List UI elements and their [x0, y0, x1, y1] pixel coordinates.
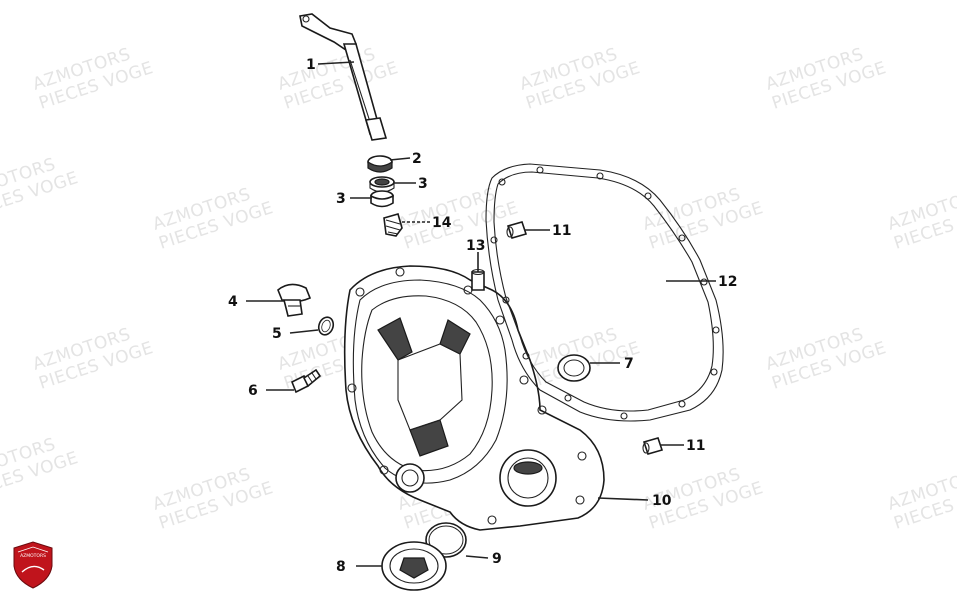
azmotors-logo: AZMOTORS [13, 541, 53, 589]
part-seal-ring [557, 354, 591, 382]
watermark: AZMOTORS PIECES VOGE [885, 184, 957, 253]
callout-4: 4 [228, 294, 238, 310]
part-bolt [290, 368, 322, 394]
part-gasket [485, 163, 724, 422]
callout-2: 2 [412, 151, 422, 167]
callout-11-upper: 11 [552, 223, 571, 239]
watermark: AZMOTORS PIECES VOGE [30, 324, 155, 393]
callout-12: 12 [718, 274, 737, 290]
watermark: AZMOTORS PIECES VOGE [517, 44, 642, 113]
watermark: AZMOTORS PIECES VOGE [763, 324, 888, 393]
watermark: AZMOTORS PIECES VOGE [0, 434, 81, 503]
leader-lines [246, 61, 716, 567]
part-dowel-pin [471, 268, 485, 291]
part-bearing-upper [369, 176, 395, 193]
watermark: AZMOTORS PIECES VOGE [150, 184, 275, 253]
callout-3-right: 3 [418, 176, 428, 192]
watermark: AZMOTORS PIECES VOGE [763, 44, 888, 113]
callout-labels: 1 2 3 3 14 13 4 5 6 7 8 9 10 11 11 12 [228, 57, 737, 575]
watermark: AZMOTORS PIECES VOGE [150, 464, 275, 533]
watermark: AZMOTORS PIECES VOGE [640, 184, 765, 253]
logo-text: AZMOTORS [20, 553, 46, 559]
callout-1: 1 [306, 57, 316, 73]
part-clutch-cover [343, 265, 605, 531]
part-dowel-lower [642, 437, 664, 455]
callout-13: 13 [466, 238, 485, 254]
callout-11-lower: 11 [686, 438, 705, 454]
callout-10: 10 [652, 493, 672, 509]
callout-5: 5 [272, 326, 282, 342]
watermark: AZMOTORS PIECES VOGE [30, 44, 155, 113]
part-dowel-upper [506, 221, 528, 239]
watermark: AZMOTORS PIECES VOGE [275, 44, 400, 113]
part-small-gear [383, 213, 403, 237]
watermark: AZMOTORS PIECES VOGE [885, 464, 957, 533]
part-plug-cap [381, 541, 447, 591]
watermark: AZMOTORS PIECES VOGE [0, 154, 81, 223]
callout-8: 8 [336, 559, 346, 575]
callout-9: 9 [492, 551, 502, 567]
part-oil-filler-cap [277, 283, 312, 317]
callout-6: 6 [248, 383, 258, 399]
part-oil-seal [367, 155, 393, 173]
part-o-ring-small [317, 316, 335, 336]
part-shift-shaft [299, 13, 388, 141]
callout-14: 14 [432, 215, 452, 231]
watermark: AZMOTORS PIECES VOGE [395, 184, 520, 253]
callout-3-left: 3 [336, 191, 346, 207]
part-bearing-lower [370, 190, 394, 208]
callout-7: 7 [624, 356, 634, 372]
